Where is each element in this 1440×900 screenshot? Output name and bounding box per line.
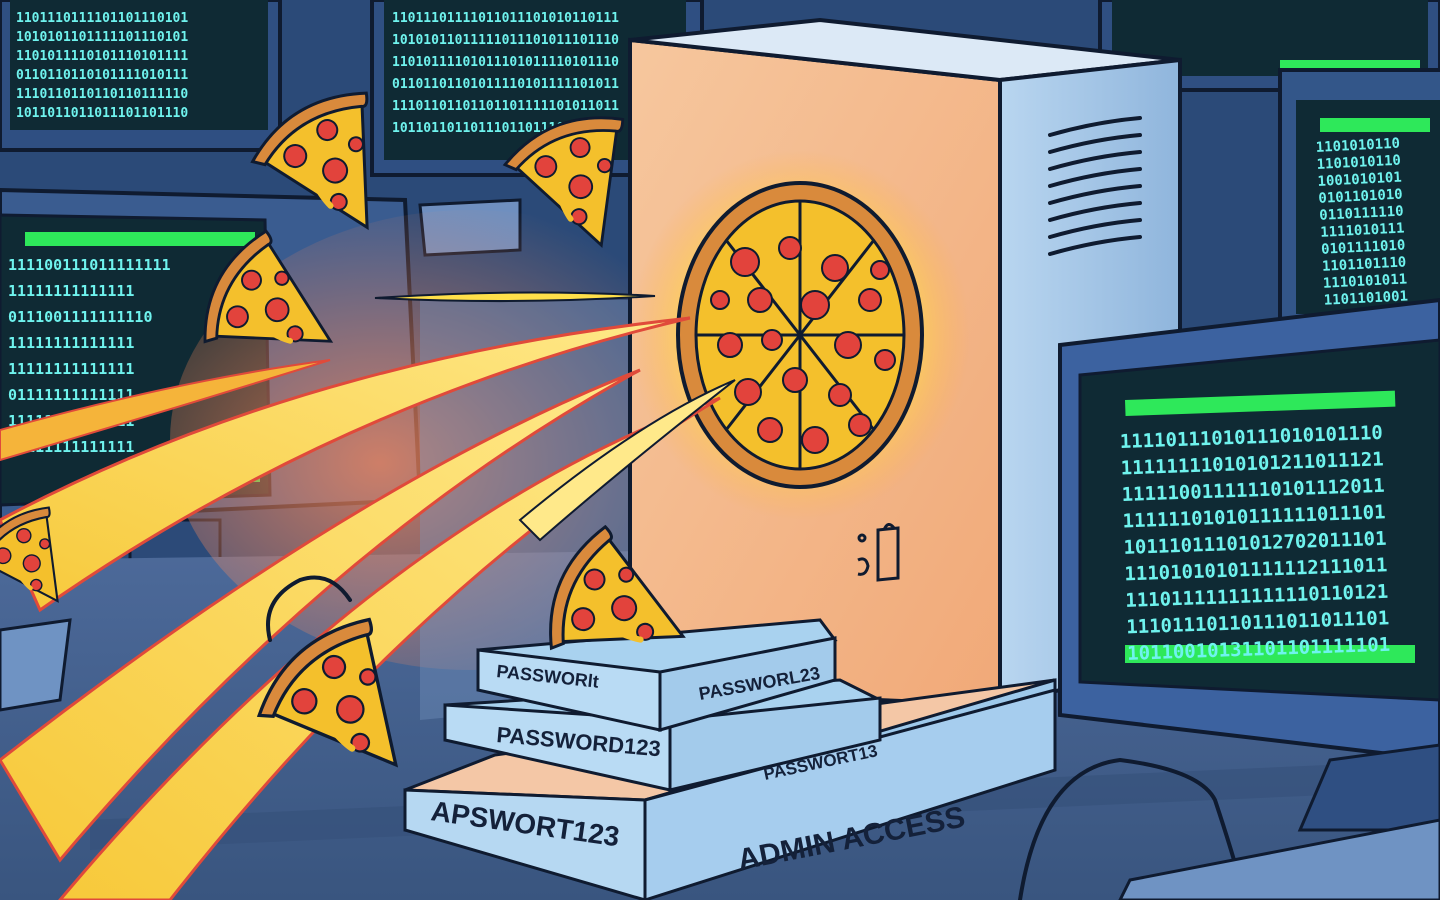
right-tower-binary-line: 0110111110 [1319, 204, 1404, 224]
right-tower-binary-line: 1101010110 [1315, 136, 1400, 156]
left-monitor-binary-line: 0111001111111110 [8, 308, 153, 326]
pizza-slice [502, 116, 625, 249]
left-keyboard [0, 618, 72, 712]
right-tower-binary-line: 0101101010 [1318, 187, 1403, 207]
lock-icon [857, 523, 900, 582]
pepperoni [717, 332, 743, 358]
pepperoni [834, 331, 862, 359]
whole-pizza [676, 181, 924, 489]
box-top [476, 618, 838, 732]
right-tower-binary-line: 1101101001 [1323, 288, 1408, 308]
pepperoni [778, 236, 802, 260]
left-monitor-binary-line: 01111111111111 [8, 386, 134, 404]
left-monitor-binary-line: 111100111011111111 [8, 256, 171, 274]
right-monitor: 1111011101011101010111011111111010101211… [1058, 297, 1440, 832]
pepperoni [730, 247, 760, 277]
pepperoni [761, 329, 783, 351]
right-keyboard [1118, 818, 1440, 900]
cables [266, 575, 1247, 900]
flying-pizza-slices [0, 91, 686, 768]
right-tower-monitor: 1101010110110101011010010101010101101010… [1278, 68, 1440, 322]
right-tower-binary-line: 0101111010 [1321, 237, 1406, 257]
left-monitor-binary-line: 11111111111111 [8, 282, 134, 300]
background-monitor-binary-line: 1101110111101101110101 [16, 11, 188, 26]
pepperoni [858, 288, 882, 312]
pepperoni [710, 290, 730, 310]
pepperoni [848, 413, 872, 437]
pizza-slice [0, 506, 59, 603]
top-monitor-binary-line: 10101011011111011101011101110 [392, 33, 619, 48]
left-monitor-binary-line: 11111111111111 [8, 360, 134, 378]
vent-lines [1048, 116, 1142, 256]
top-monitor-binary-line: 11010111101011101011110101110 [392, 55, 619, 70]
right-tower-binary-line: 1101101110 [1322, 254, 1407, 274]
background-monitor-binary-line: 1010101101111101110101 [16, 30, 188, 45]
pepperoni [801, 426, 829, 454]
background-monitor-top-left: 1101110111101101110101 101010110111110111… [0, 0, 282, 152]
background-monitor-binary-line: 0110110110101111010111 [16, 68, 188, 83]
left-monitor-binary-line: 11111111111111 [8, 334, 134, 352]
top-monitor-binary-line: 01101101101011110101111101011 [392, 77, 619, 92]
background-monitor-binary-line: 1011011011011101101110 [16, 106, 188, 121]
pizza-slice [203, 229, 334, 344]
right-tower-binary-line: 1001010101 [1317, 170, 1402, 190]
energy-beams [0, 291, 736, 900]
pepperoni [800, 290, 830, 320]
pepperoni [757, 417, 783, 443]
pizza-slice [256, 617, 399, 768]
background-monitor-binary-line: 1110110110110110111110 [16, 87, 188, 102]
pepperoni [782, 367, 808, 393]
right-tower-binary-line: 1110101011 [1322, 271, 1407, 291]
pepperoni [870, 260, 890, 280]
right-tower-binary-line: 1111010111 [1320, 220, 1405, 240]
top-monitor-binary-line: 11101101101101101111101011011 [392, 99, 619, 114]
pepperoni [734, 378, 762, 406]
pepperoni [828, 383, 852, 407]
background-monitor-binary-line: 1101011110101110101111 [16, 49, 188, 64]
pizza-slice [549, 524, 686, 651]
right-tower-binary-line: 1101010110 [1316, 153, 1401, 173]
top-monitor-binary-line: 11011101111011011101010110111 [392, 11, 619, 26]
pepperoni [747, 287, 773, 313]
pepperoni [821, 254, 849, 282]
pepperoni [874, 349, 896, 371]
pizza-slice [250, 91, 369, 231]
